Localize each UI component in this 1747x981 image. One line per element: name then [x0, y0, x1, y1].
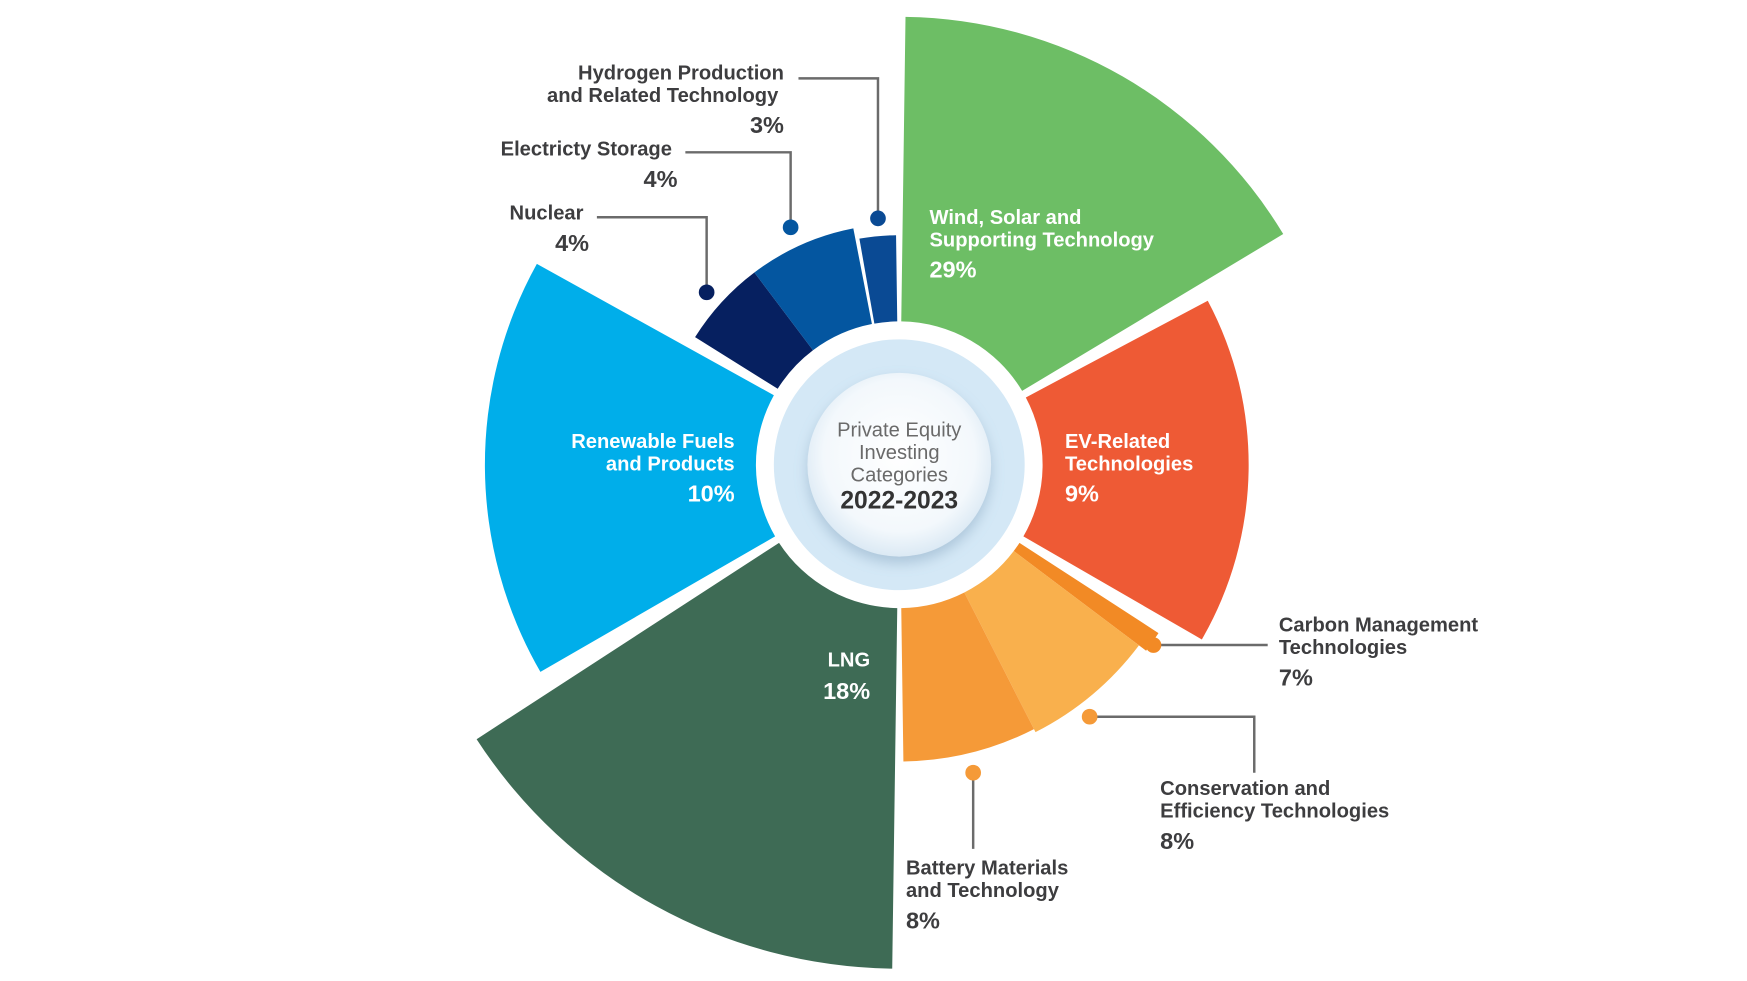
label-carbon-pct: 7% — [1279, 664, 1313, 690]
label-storage-pct: 4% — [644, 166, 678, 192]
leader-line — [596, 216, 708, 291]
label-renewable-line1: Renewable Fuels — [571, 431, 734, 453]
wedge-carbon — [1013, 542, 1159, 651]
label-ev-line1: EV-Related — [1065, 431, 1170, 453]
label-conservation-line1: Conservation and — [1160, 778, 1330, 800]
center-title-line2: Investing — [859, 442, 940, 464]
wedge-conservation — [964, 551, 1139, 733]
wedge-nuclear — [695, 272, 813, 389]
wedge-wind-solar — [901, 16, 1284, 391]
label-renewable: Renewable Fuels and Products 10% — [571, 431, 735, 507]
leader-dot — [1145, 637, 1162, 653]
wedge-ev — [1023, 300, 1249, 640]
wedge-renewable — [484, 263, 776, 672]
label-battery-line2: and Technology — [906, 880, 1060, 902]
label-hydrogen-line2: and Related Technology — [547, 85, 779, 107]
label-renewable-line2: and Products — [606, 453, 735, 475]
wedge-battery — [901, 592, 1034, 762]
leader-dot — [1081, 708, 1098, 725]
label-lng: LNG 18% — [823, 649, 870, 703]
label-hydrogen-pct: 3% — [750, 112, 784, 138]
leader-dot — [782, 219, 799, 236]
leader-dot — [698, 284, 715, 301]
wedge-storage — [754, 228, 872, 351]
leader-dot — [870, 210, 886, 227]
label-wind-line2: Supporting Technology — [929, 229, 1154, 251]
label-carbon-line1: Carbon Management — [1279, 615, 1478, 637]
label-wind-pct: 29% — [929, 257, 976, 283]
center-title-line3: Categories — [851, 465, 948, 487]
label-lng-line1: LNG — [828, 649, 871, 671]
label-ev: EV-Related Technologies 9% — [1065, 431, 1193, 507]
wedge-lng — [476, 542, 898, 969]
label-renewable-pct: 10% — [688, 481, 735, 507]
leader-line — [685, 151, 792, 227]
label-carbon-line2: Technologies — [1279, 637, 1407, 659]
center-title-line1: Private Equity — [837, 420, 962, 442]
label-battery-line1: Battery Materials — [906, 858, 1068, 880]
label-hydrogen: Hydrogen Production and Related Technolo… — [547, 63, 886, 227]
label-nuclear-line1: Nuclear — [510, 202, 584, 224]
label-conservation-line2: Efficiency Technologies — [1160, 801, 1389, 823]
leader-line — [798, 77, 880, 218]
label-ev-line2: Technologies — [1065, 453, 1193, 475]
label-conservation-pct: 8% — [1160, 828, 1194, 854]
label-nuclear: Nuclear 4% — [510, 202, 715, 301]
leader-line — [1089, 715, 1256, 773]
label-storage-line1: Electricty Storage — [501, 139, 672, 161]
label-nuclear-pct: 4% — [555, 230, 589, 256]
label-lng-pct: 18% — [823, 678, 870, 704]
label-conservation: Conservation and Efficiency Technologies… — [1081, 708, 1389, 854]
label-battery: Battery Materials and Technology 8% — [906, 764, 1068, 933]
label-battery-pct: 8% — [906, 907, 940, 933]
label-carbon: Carbon Management Technologies 7% — [1145, 615, 1478, 690]
label-ev-pct: 9% — [1065, 481, 1099, 507]
label-wind-line1: Wind, Solar and — [929, 207, 1081, 229]
leader-dot — [965, 764, 982, 781]
center-badge: Private Equity Investing Categories 2022… — [760, 325, 1039, 604]
wedge-hydrogen — [859, 235, 898, 324]
label-wind: Wind, Solar and Supporting Technology 29… — [929, 207, 1154, 283]
wedges — [476, 16, 1284, 969]
label-storage: Electricty Storage 4% — [501, 139, 799, 236]
label-hydrogen-line1: Hydrogen Production — [578, 63, 784, 85]
center-year: 2022-2023 — [840, 487, 958, 514]
